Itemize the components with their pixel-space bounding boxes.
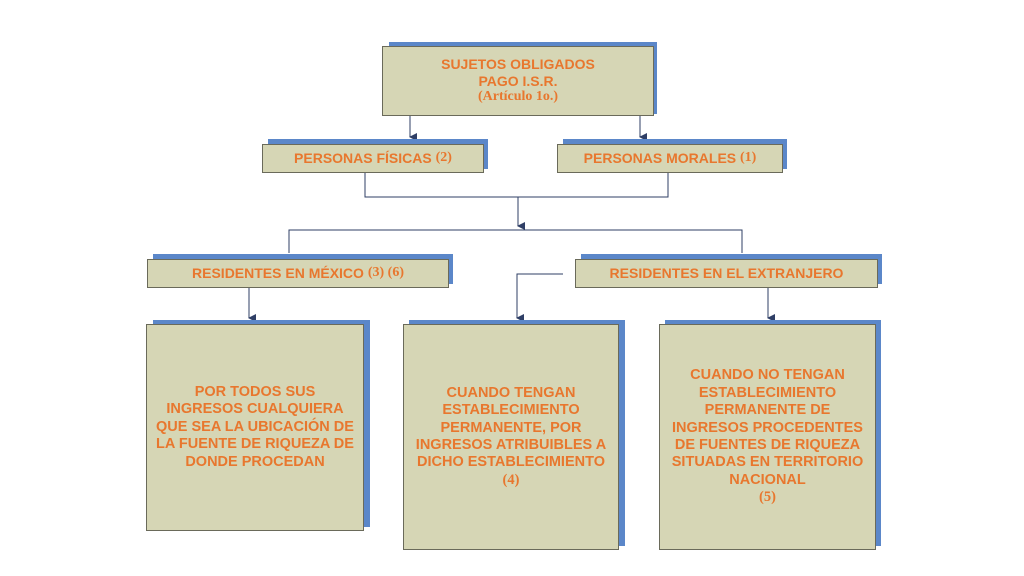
residentes-extranjero-label: RESIDENTES EN EL EXTRANJERO [609, 265, 844, 282]
residentes-extranjero-box: RESIDENTES EN EL EXTRANJERO [575, 259, 878, 288]
sin-establecimiento-text: CUANDO NO TENGAN ESTABLECIMIENTO PERMANE… [671, 367, 864, 488]
root-title-line1: SUJETOS OBLIGADOS [441, 55, 595, 72]
todos-ingresos-text: POR TODOS SUS INGRESOS CUALQUIERA QUE SE… [156, 384, 354, 470]
residentes-mexico-label: RESIDENTES EN MÉXICO [192, 265, 364, 282]
con-establecimiento-box: CUANDO TENGAN ESTABLECIMIENTO PERMANENTE… [403, 324, 619, 550]
connector-split [288, 229, 743, 253]
con-establecimiento-ref: (4) [502, 471, 520, 488]
personas-fisicas-box: PERSONAS FÍSICAS (2) [262, 144, 484, 173]
root-title-line2: PAGO I.S.R. [478, 72, 558, 89]
root-title-line3: (Artículo 1o.) [477, 89, 559, 105]
personas-fisicas-label: PERSONAS FÍSICAS [294, 150, 432, 167]
personas-morales-label: PERSONAS MORALES [583, 150, 737, 167]
connector-merge [364, 173, 669, 198]
root-box: SUJETOS OBLIGADOS PAGO I.S.R. (Artículo … [382, 46, 654, 116]
connector-extranjero-left [516, 273, 563, 322]
sin-establecimiento-box: CUANDO NO TENGAN ESTABLECIMIENTO PERMANE… [659, 324, 876, 550]
residentes-mexico-box: RESIDENTES EN MÉXICO (3) (6) [147, 259, 449, 288]
personas-fisicas-ref: (2) [435, 150, 452, 166]
personas-morales-ref: (1) [740, 150, 757, 166]
residentes-mexico-ref: (3) (6) [367, 265, 404, 281]
personas-morales-box: PERSONAS MORALES (1) [557, 144, 783, 173]
con-establecimiento-text: CUANDO TENGAN ESTABLECIMIENTO PERMANENTE… [415, 384, 607, 471]
sin-establecimiento-ref: (5) [759, 489, 776, 506]
todos-ingresos-box: POR TODOS SUS INGRESOS CUALQUIERA QUE SE… [146, 324, 364, 531]
